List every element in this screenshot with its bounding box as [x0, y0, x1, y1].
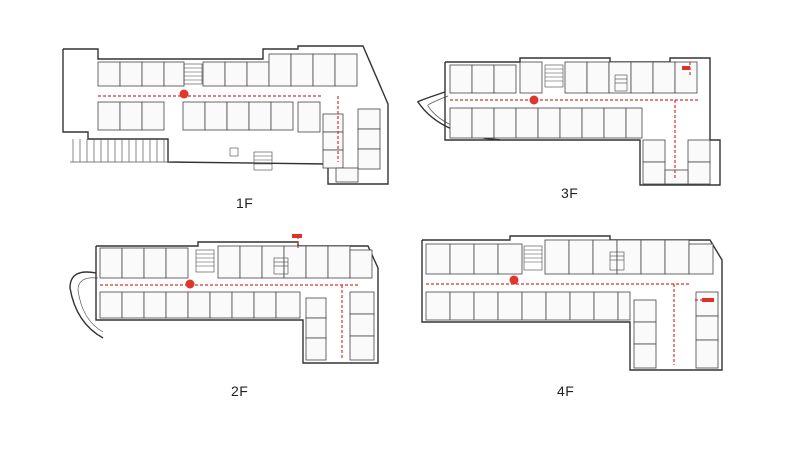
location-marker-icon	[509, 275, 519, 285]
floor-label-4f: 4F	[557, 383, 575, 399]
floor-label-1f: 1F	[236, 195, 254, 211]
location-marker-icon	[185, 279, 195, 289]
floor-label-3f: 3F	[561, 185, 579, 201]
location-marker-icon	[179, 89, 189, 99]
location-marker-icon	[529, 95, 539, 105]
floor-plan-4f	[410, 230, 730, 380]
floor-plan-3f	[410, 40, 730, 190]
floor-plan-2f	[58, 228, 398, 378]
exit-sign-icon	[292, 234, 302, 238]
floor-label-2f: 2F	[231, 383, 249, 399]
floor-plan-1f	[58, 44, 398, 194]
exit-sign-icon	[682, 66, 690, 70]
exit-sign-icon	[702, 298, 714, 302]
